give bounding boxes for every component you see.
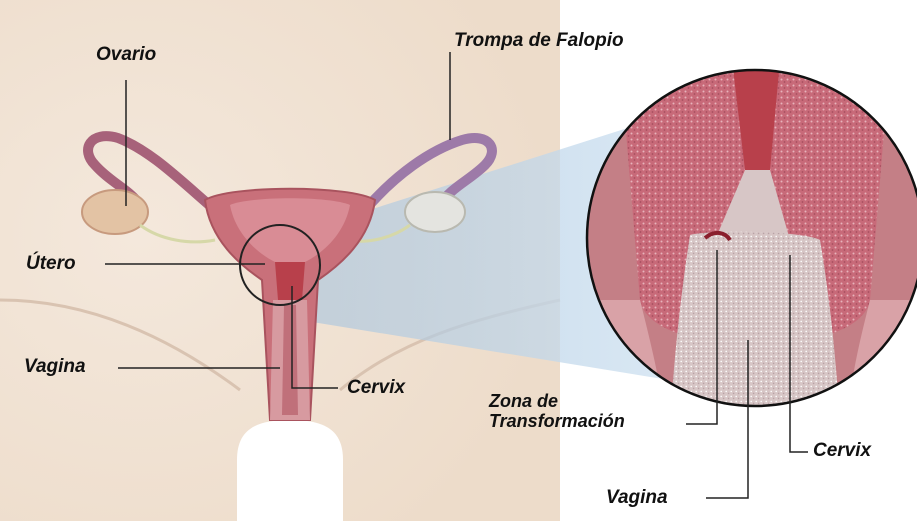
label-cervix-left: Cervix <box>347 378 405 397</box>
cervix-left-shape <box>275 262 305 300</box>
ovary-left <box>82 190 148 234</box>
ovary-right <box>405 192 465 232</box>
vaginal-canal <box>282 305 298 415</box>
label-utero: Útero <box>26 254 76 273</box>
label-zona-line1: Zona de <box>489 393 558 410</box>
label-zona-line2: Transformación <box>489 413 625 430</box>
label-vagina-bottom: Vagina <box>606 488 668 507</box>
body-gap <box>237 420 343 521</box>
label-vagina-left: Vagina <box>24 357 86 376</box>
label-cervix-right: Cervix <box>813 441 871 460</box>
label-trompa-de-falopio: Trompa de Falopio <box>454 31 624 50</box>
label-ovario: Ovario <box>96 45 156 64</box>
